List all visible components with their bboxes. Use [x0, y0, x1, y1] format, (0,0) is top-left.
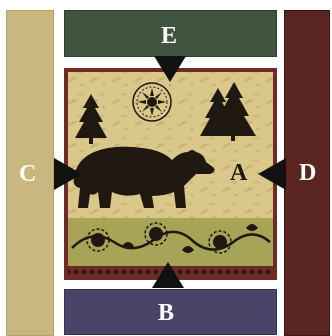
label-c: C	[19, 162, 36, 186]
snowflake-medallion-icon	[133, 83, 171, 121]
arrow-d-left-icon	[258, 158, 286, 190]
label-e: E	[161, 24, 177, 48]
label-a: A	[230, 161, 247, 185]
label-b: B	[158, 301, 174, 325]
arrow-e-down-icon	[154, 56, 186, 82]
arrow-b-up-icon	[152, 262, 184, 288]
arrow-c-right-icon	[54, 158, 82, 190]
label-d: D	[299, 161, 316, 185]
